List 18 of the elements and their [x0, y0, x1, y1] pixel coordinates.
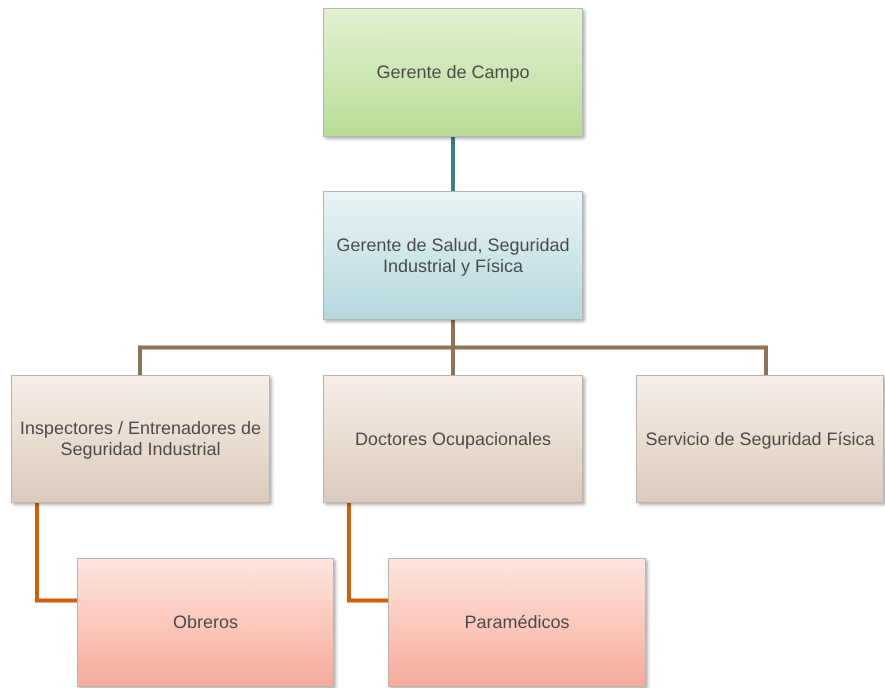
connector-line [35, 503, 77, 602]
org-box [323, 8, 583, 137]
org-box [323, 375, 583, 503]
box-label: Gerente de Campo [376, 62, 530, 83]
org-box [636, 375, 884, 503]
org-box [388, 558, 646, 687]
box-label: Inspectores / Entrenadores de Seguridad Industrial [18, 418, 262, 460]
org-box [323, 191, 583, 320]
org-box [11, 375, 270, 503]
box-label: Doctores Ocupacionales [354, 428, 552, 450]
connector-line [347, 503, 388, 602]
org-box [77, 558, 334, 687]
connector-line [451, 320, 768, 375]
box-label: Paramédicos [464, 612, 570, 633]
box-label: Gerente de Salud, Seguridad Industrial y Física [335, 234, 571, 276]
box-label: Servicio de Seguridad Física [645, 428, 875, 450]
box-label: Obreros [172, 612, 238, 633]
connector-line [451, 137, 455, 191]
